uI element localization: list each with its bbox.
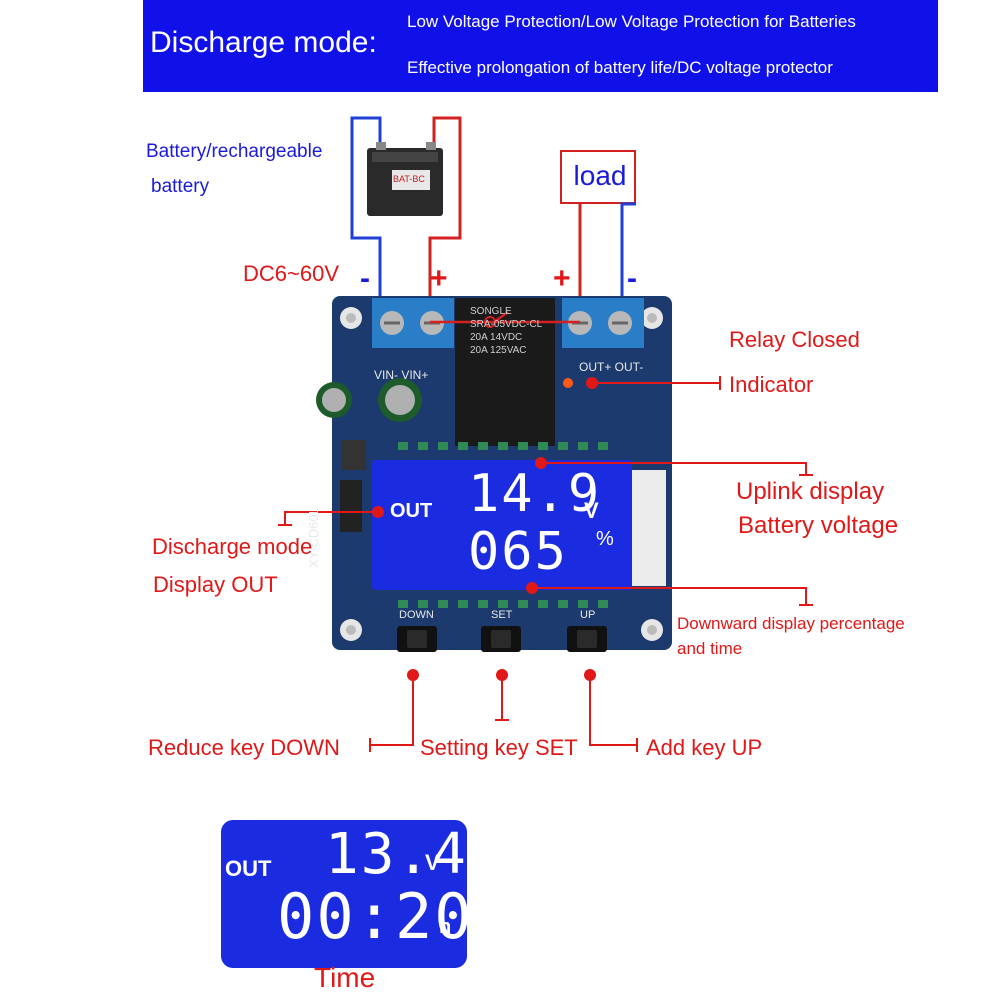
battery-label-line-1: Battery/rechargeable — [146, 141, 323, 162]
lcd-main-percent: 065 — [468, 522, 568, 582]
callout-mode-line-2: Display OUT — [153, 572, 278, 597]
lcd-time-voltage-unit: V — [425, 850, 440, 875]
load-box: load — [560, 150, 636, 204]
lcd-time-voltage: 13.4 — [325, 822, 468, 887]
input-minus-sign: - — [360, 262, 370, 295]
callout-relay-line-2: Indicator — [729, 372, 814, 397]
input-voltage-range: DC6~60V — [243, 261, 340, 286]
output-plus-sign: + — [553, 262, 571, 295]
down-button-label: DOWN — [399, 609, 434, 621]
header-line-2: Effective prolongation of battery life/D… — [407, 58, 833, 77]
lcd-time-value: 00:20 — [277, 880, 474, 953]
lcd-main-panel — [372, 460, 632, 590]
callout-down-line-1: Downward display percentage — [677, 614, 905, 633]
battery-icon — [367, 142, 443, 216]
up-button-label: UP — [580, 609, 596, 621]
callout-mode-line-1: Discharge mode — [152, 534, 313, 559]
battery-label-line-2: battery — [151, 176, 210, 197]
output-minus-sign: - — [627, 262, 637, 295]
battery-case-label: BAT-BC — [393, 174, 425, 184]
set-button-label: SET — [491, 609, 513, 621]
header-line-1: Low Voltage Protection/Low Voltage Prote… — [407, 12, 856, 31]
lcd-time-panel: OUT 13.4 V 00:20 h — [221, 820, 472, 968]
relay-led — [563, 378, 573, 388]
input-plus-sign: + — [430, 262, 448, 295]
callout-uplink-line-1: Uplink display — [736, 478, 885, 505]
output-terminal-label: OUT+ OUT- — [579, 360, 644, 374]
input-terminal-label: VIN- VIN+ — [374, 368, 429, 382]
lcd-main-percent-unit: % — [596, 528, 614, 550]
load-label: load — [573, 160, 627, 191]
lcd-time-mode: OUT — [225, 856, 272, 881]
lcd-main-mode: OUT — [390, 500, 433, 522]
relay-text: SONGLE SRA-05VDC-CL 20A 14VDC 20A 125VAC — [470, 306, 543, 356]
lcd-main-voltage: 14.9 — [468, 464, 602, 524]
lcd-time-unit: h — [439, 916, 452, 938]
header-title: Discharge mode: — [150, 26, 377, 59]
callout-down-line-2: and time — [677, 639, 743, 658]
callout-key-down: Reduce key DOWN — [148, 735, 340, 760]
callout-relay-line-1: Relay Closed — [729, 327, 860, 352]
lcd-main-voltage-unit: V — [584, 498, 599, 523]
callout-key-set: Setting key SET — [420, 735, 578, 760]
time-caption: Time — [314, 962, 376, 993]
callout-uplink-line-2: Battery voltage — [738, 512, 899, 539]
header-banner — [143, 0, 938, 92]
callout-key-up: Add key UP — [646, 735, 763, 760]
